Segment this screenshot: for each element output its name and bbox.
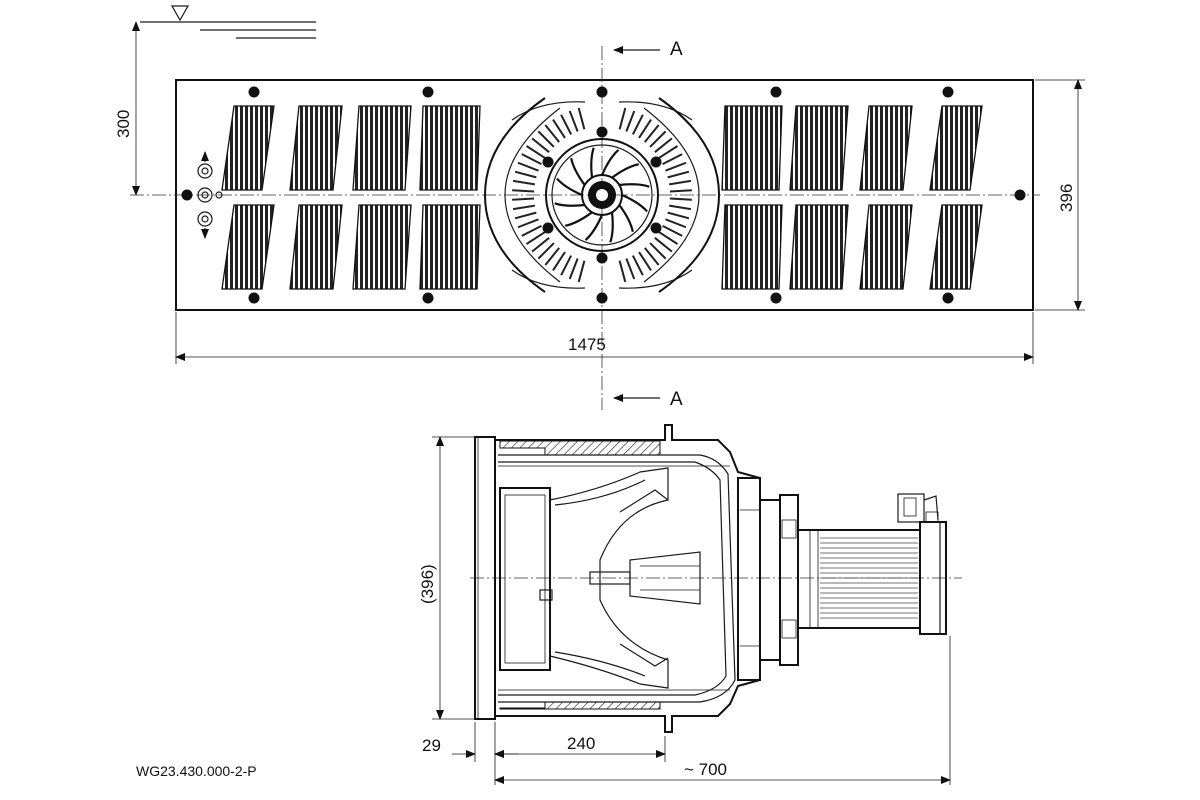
grill-slot	[929, 204, 983, 290]
water-level-symbol	[140, 5, 316, 39]
drawing-code: WG23.430.000-2-P	[136, 763, 257, 779]
bearing-housing	[737, 477, 799, 681]
section-label-bottom: A	[670, 389, 683, 410]
bolt-hole	[596, 292, 608, 304]
dim-plate-height: 396	[1035, 79, 1085, 311]
bolt-hole	[248, 292, 260, 304]
dim-section-height: (396)	[418, 436, 475, 720]
dim-water-depth-label: 300	[114, 110, 133, 138]
dim-plate-width-label: 1475	[568, 335, 606, 354]
dim-housing-length: 240	[494, 734, 666, 762]
bolt-hole	[770, 292, 782, 304]
bolt-hole	[248, 86, 260, 98]
bolt-hole	[596, 252, 608, 264]
dim-plate-height-label: 396	[1057, 184, 1076, 212]
section-label-top: A	[670, 39, 683, 60]
dim-section-height-label: (396)	[418, 564, 437, 604]
grill-slot	[789, 204, 849, 290]
bolt-hole	[1014, 189, 1026, 201]
grill-slot	[419, 105, 481, 191]
grill-slot	[289, 105, 343, 191]
top-view: 300	[114, 5, 1085, 410]
grill-openings	[221, 105, 983, 290]
housing-wall-bottom	[499, 701, 661, 710]
grill-slot	[721, 105, 783, 191]
dim-housing-length-label: 240	[567, 734, 595, 753]
bolt-hole	[650, 156, 662, 168]
dim-water-depth: 300	[114, 21, 140, 196]
grill-slot	[929, 105, 983, 191]
bolt-hole	[596, 126, 608, 138]
bolt-hole	[422, 292, 434, 304]
bolt-hole	[596, 86, 608, 98]
dim-total-length-label: ~ 700	[684, 760, 727, 779]
bolt-hole	[422, 86, 434, 98]
section-marker-top: A	[613, 39, 683, 60]
grill-slot	[859, 204, 913, 290]
impeller-hub	[545, 138, 659, 252]
bolt-hole	[542, 156, 554, 168]
grill-slot	[352, 204, 412, 290]
grill-slot	[352, 105, 412, 191]
bolt-hole	[942, 292, 954, 304]
guide-vanes	[512, 107, 692, 283]
section-view: (396) 29 240 ~ 700 WG23.430.000-2-P	[136, 424, 962, 785]
bolt-hole	[942, 86, 954, 98]
impeller-guide-rings	[483, 97, 721, 293]
impeller-section	[539, 467, 701, 689]
drive-motor	[797, 493, 947, 635]
grill-slot	[721, 204, 783, 290]
grill-slot	[859, 105, 913, 191]
bolt-hole	[650, 222, 662, 234]
bolt-hole	[542, 222, 554, 234]
air-nozzle-symbols	[197, 151, 223, 239]
grill-slot	[221, 204, 275, 290]
dim-plate-width: 1475	[175, 312, 1034, 364]
housing-wall-top	[499, 440, 661, 456]
dim-flange-thickness: 29	[422, 722, 518, 785]
grill-slot	[789, 105, 849, 191]
mounting-bolt-holes	[181, 86, 1026, 304]
grill-slot	[289, 204, 343, 290]
bolt-hole	[181, 189, 193, 201]
section-marker-bottom: A	[613, 389, 683, 410]
motor-mount-block	[499, 487, 551, 671]
dim-flange-thickness-label: 29	[422, 736, 441, 755]
dim-total-length: ~ 700	[494, 636, 951, 785]
bolt-hole	[770, 86, 782, 98]
grill-slot	[419, 204, 481, 290]
grill-slot	[221, 105, 275, 191]
